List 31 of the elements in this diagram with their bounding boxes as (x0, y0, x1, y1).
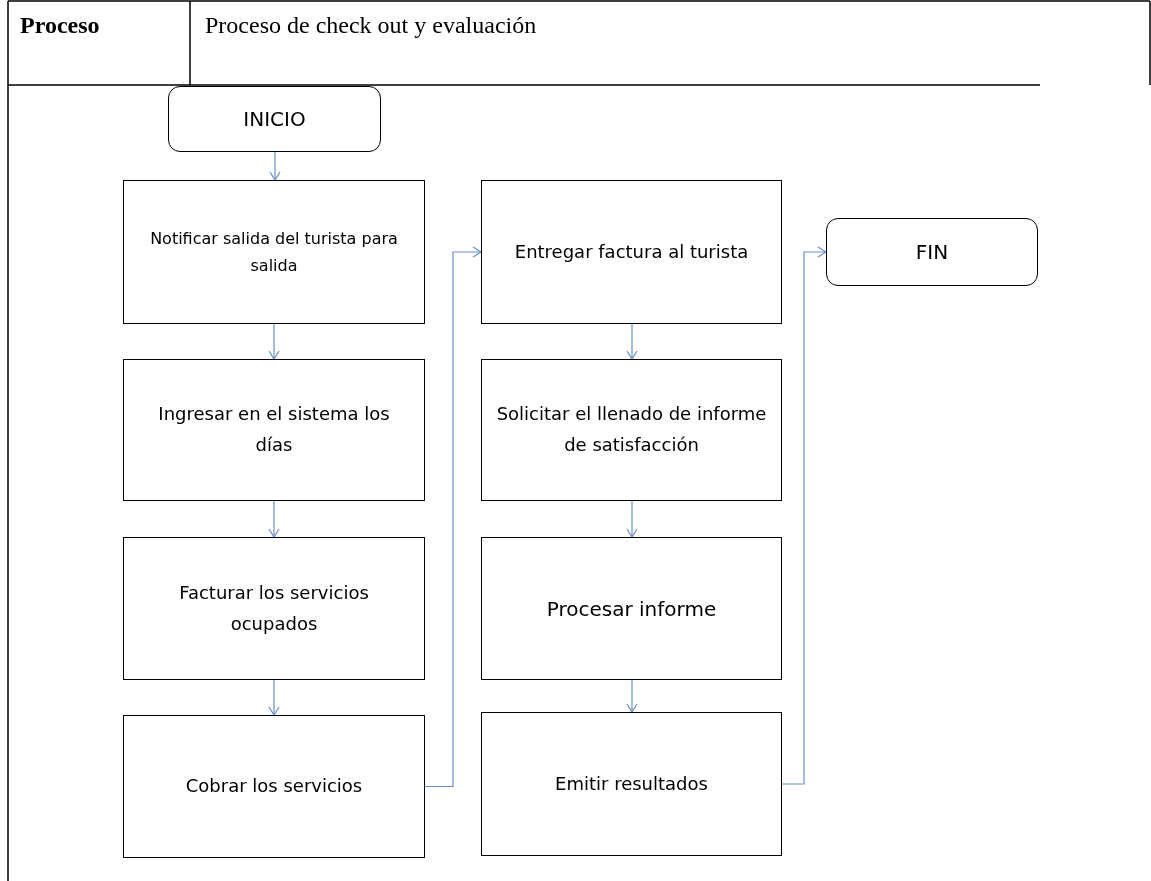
step-text: Ingresar en el sistema los días (157, 402, 391, 457)
step-text: Entregar factura al turista (514, 239, 749, 264)
process-box (123, 359, 425, 501)
process-box (481, 712, 782, 856)
step-text: FIN (915, 239, 949, 266)
arrow (269, 151, 281, 181)
arrow (781, 246, 827, 785)
arrow (626, 323, 638, 360)
process-box (123, 715, 425, 858)
step-text: INICIO (243, 106, 306, 133)
arrow (424, 246, 482, 788)
process-box (481, 537, 782, 680)
process-box (123, 180, 425, 324)
arrow (268, 323, 280, 360)
step-text: Cobrar los servicios (185, 774, 363, 799)
arrow (268, 679, 280, 716)
arrow (268, 500, 280, 538)
table-header-label: Proceso (20, 12, 100, 39)
step-text: Notificar salida del turista para salida (149, 227, 399, 277)
step-text: Facturar los servicios ocupados (178, 580, 370, 636)
arrow (626, 679, 638, 713)
step-text: Procesar informe (546, 595, 717, 623)
process-box (481, 359, 782, 501)
step-text: Solicitar el llenado de informe de satisfacción (496, 402, 767, 457)
terminal-box (826, 218, 1038, 286)
arrow (626, 500, 638, 538)
process-box (481, 180, 782, 324)
process-title: Proceso de check out y evaluación (205, 12, 537, 39)
process-box (123, 537, 425, 680)
step-text: Emitir resultados (555, 771, 708, 796)
terminal-box (168, 86, 381, 152)
